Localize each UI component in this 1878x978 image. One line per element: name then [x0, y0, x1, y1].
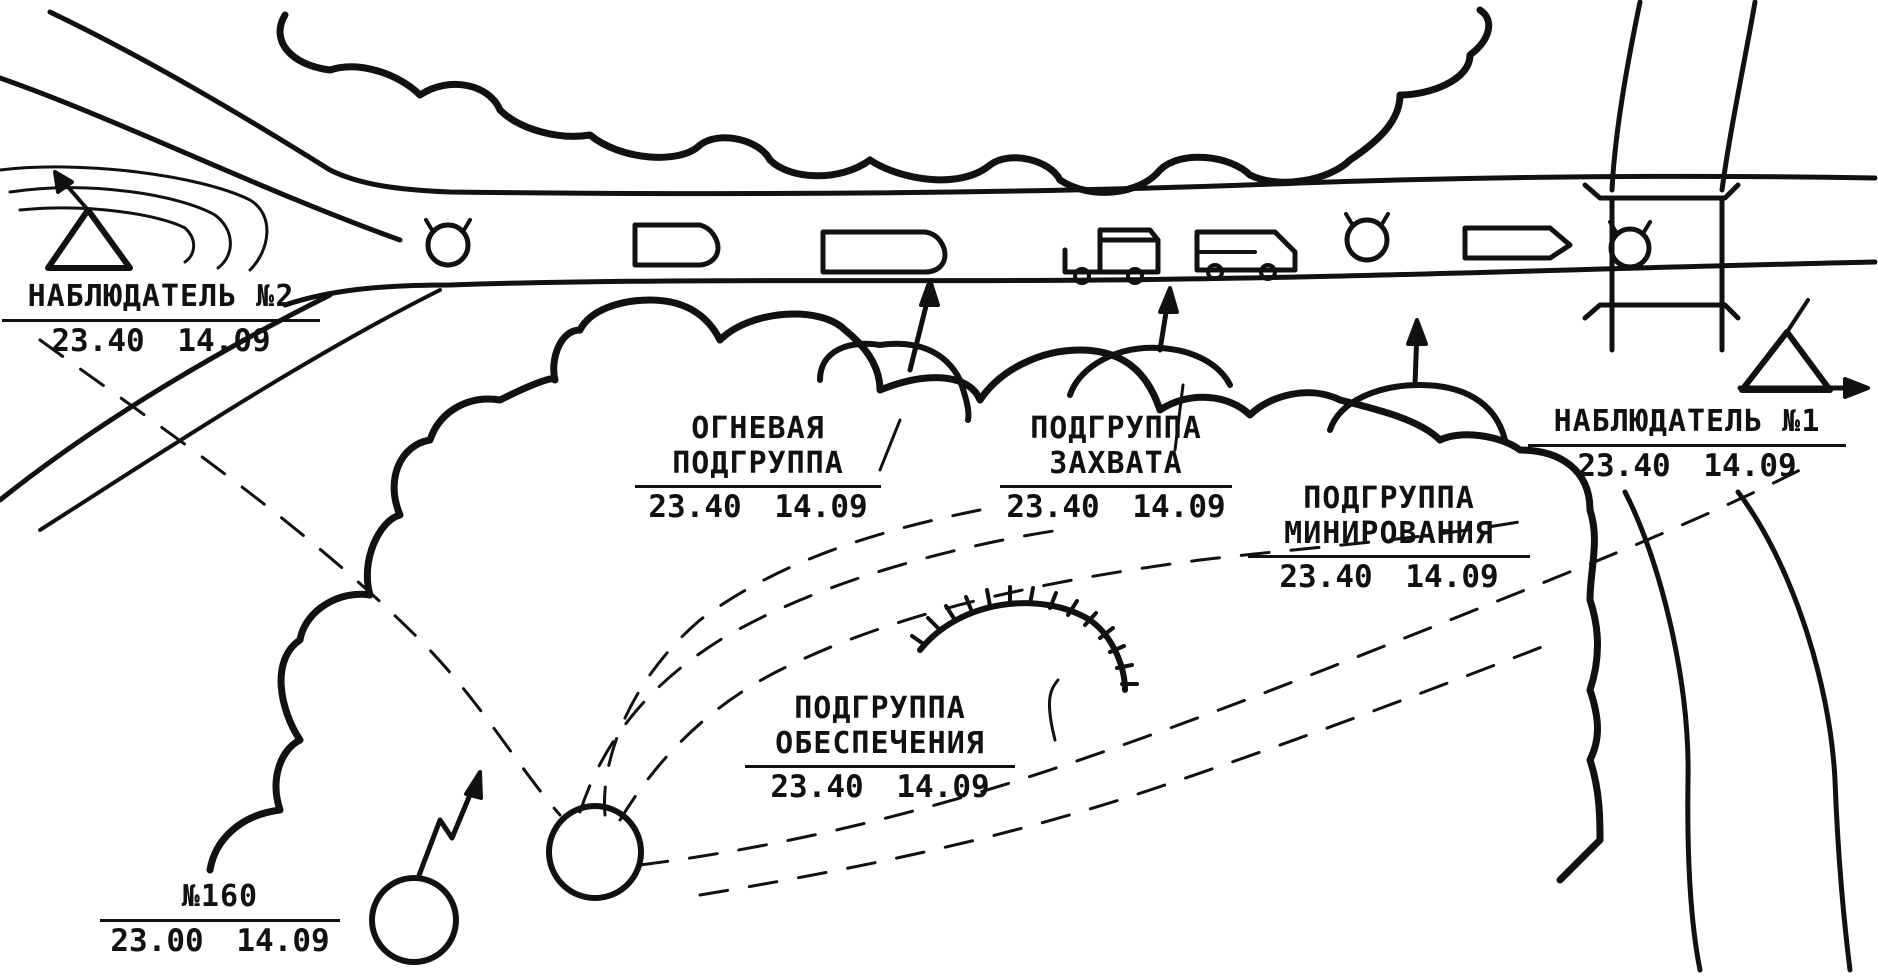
divider [635, 485, 881, 488]
observer2-marker [45, 170, 133, 271]
vehicle-icon [1462, 225, 1573, 261]
truck-icon [1194, 229, 1298, 281]
divider [100, 918, 340, 922]
mining-group-time: 23.40 [1279, 559, 1373, 595]
canopy-fire [817, 340, 972, 423]
observer1-label: НАБЛЮДАТЕЛЬ №1 23.40 14.09 [1528, 404, 1846, 484]
support-group-line1: ПОДГРУППА [794, 691, 966, 726]
fire-group-line1: ОГНЕВАЯ [691, 411, 825, 446]
radio-antenna-icon [415, 770, 483, 881]
vehicle-icon [632, 222, 721, 268]
support-group-line2: ОБЕСПЕЧЕНИЯ [775, 725, 985, 761]
observer2-label: НАБЛЮДАТЕЛЬ №2 23.40 14.09 [2, 279, 320, 359]
circle-marker-icon [369, 875, 459, 965]
road-main-south-edge [282, 259, 1878, 308]
unit160-time: 23.00 [110, 922, 204, 959]
unit160-name: №160 [181, 879, 259, 914]
support-group-date: 14.09 [896, 769, 990, 805]
mining-group-date: 14.09 [1405, 559, 1499, 595]
road-vertical-south-w [1622, 489, 1703, 973]
divider [2, 318, 320, 322]
road-vertical-south-e [1735, 489, 1853, 973]
observer-triangle-icon [1739, 329, 1833, 393]
unit160-date: 14.09 [236, 922, 330, 959]
divider [1000, 485, 1232, 488]
circle-marker-icon [546, 803, 644, 901]
mining-group-line1: ПОДГРУППА [1303, 481, 1475, 516]
fire-group-date: 14.09 [774, 489, 868, 525]
divider [1528, 443, 1846, 447]
divider [745, 765, 1015, 768]
support-group-label: ПОДГРУППА ОБЕСПЕЧЕНИЯ 23.40 14.09 [745, 691, 1015, 806]
support-group-time: 23.40 [770, 769, 864, 805]
observer-triangle-icon [45, 207, 133, 271]
observer1-time: 23.40 [1577, 447, 1671, 484]
observer1-date: 14.09 [1703, 447, 1797, 484]
capture-group-time: 23.40 [1006, 489, 1100, 525]
capture-group-line1: ПОДГРУППА [1030, 411, 1202, 446]
road-vertical-east [1719, 0, 1758, 193]
observer2-name: НАБЛЮДАТЕЛЬ №2 [27, 279, 295, 314]
observer1-name: НАБЛЮДАТЕЛЬ №1 [1553, 404, 1821, 439]
divider [1248, 555, 1530, 558]
road-branch-lower [0, 292, 333, 503]
tank-icon [1344, 212, 1390, 263]
tank-icon [424, 218, 472, 268]
fire-group-label: ОГНЕВАЯ ПОДГРУППА 23.40 14.09 [635, 411, 881, 526]
road-branch-lower-2 [38, 288, 442, 532]
tank-icon [1608, 220, 1652, 270]
capture-group-date: 14.09 [1132, 489, 1226, 525]
capture-group-line2: ЗАХВАТА [1049, 445, 1183, 481]
contour-lines [0, 165, 269, 272]
truck-icon [1062, 227, 1161, 285]
capture-group-label: ПОДГРУППА ЗАХВАТА 23.40 14.09 [1000, 411, 1232, 526]
observer2-time: 23.40 [51, 322, 145, 359]
fire-group-line2: ПОДГРУППА [672, 445, 844, 481]
forest-south [206, 296, 1604, 884]
fire-group-time: 23.40 [648, 489, 742, 525]
mining-group-line2: МИНИРОВАНИЯ [1284, 515, 1494, 551]
road-vertical-west [1609, 0, 1643, 193]
road-branch-upper [0, 75, 403, 243]
convoy [424, 212, 1652, 285]
canopy-mining [1327, 382, 1508, 443]
observer1-marker [1739, 298, 1833, 393]
road-main-north-edge [47, 9, 1878, 197]
forest-north [276, 6, 1493, 196]
unit160-label: №160 23.00 14.09 [100, 879, 340, 959]
mining-group-label: ПОДГРУППА МИНИРОВАНИЯ 23.40 14.09 [1248, 481, 1530, 596]
trench-icon [910, 585, 1139, 693]
vehicle-icon [820, 229, 948, 275]
observer2-date: 14.09 [177, 322, 271, 359]
